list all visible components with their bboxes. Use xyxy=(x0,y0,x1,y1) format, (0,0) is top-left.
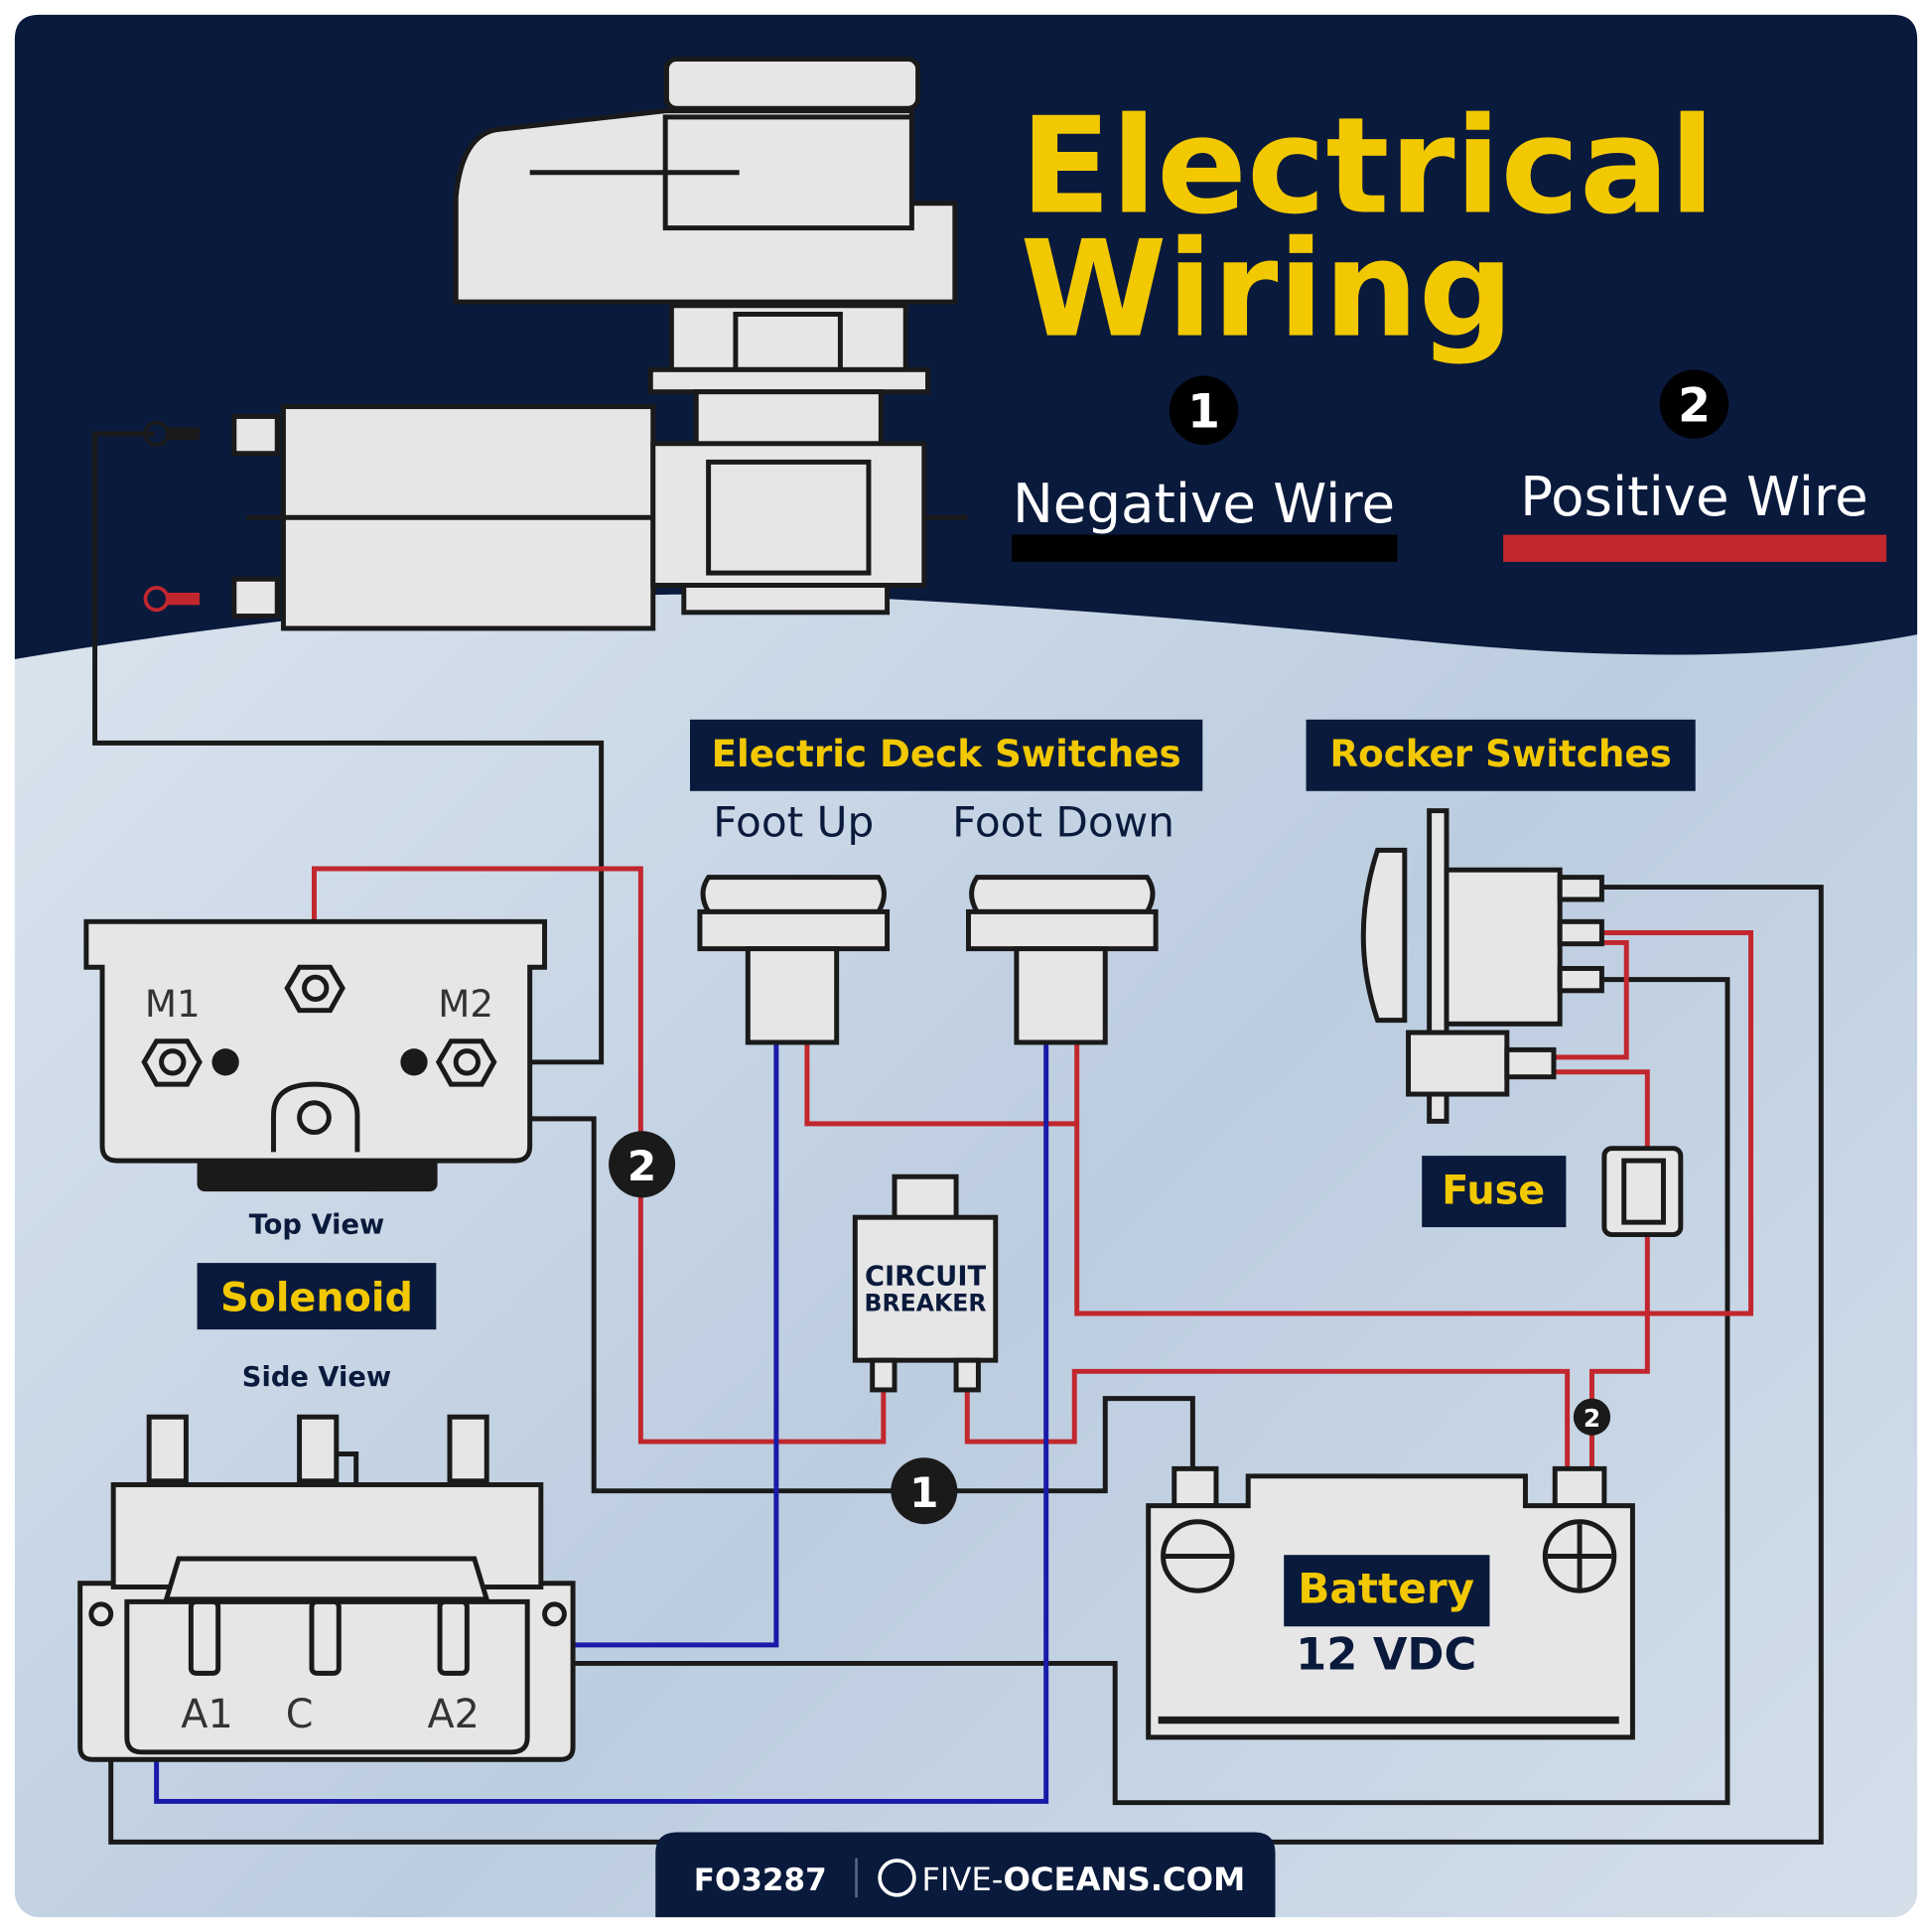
battery: Battery 12 VDC xyxy=(1146,1465,1635,1740)
svg-text:1: 1 xyxy=(909,1468,938,1517)
legend-positive-label: Positive Wire xyxy=(1520,465,1868,528)
top-view-label: Top View xyxy=(249,1209,385,1240)
website-link[interactable]: FIVE-OCEANS.COM xyxy=(921,1861,1245,1898)
solenoid-side-view: A1 C A2 xyxy=(77,1414,576,1762)
svg-text:CIRCUIT: CIRCUIT xyxy=(865,1261,987,1292)
legend-positive-swatch xyxy=(1503,534,1887,562)
fuse-icon xyxy=(1601,1146,1684,1238)
foot-up-switch xyxy=(697,875,891,1045)
solenoid-label-box xyxy=(197,1263,437,1330)
circuit-breaker: CIRCUIT BREAKER xyxy=(852,1173,999,1393)
foot-down-switch xyxy=(966,875,1159,1045)
rocker-switches-label-box xyxy=(1306,719,1696,791)
negative-marker xyxy=(891,1457,958,1525)
foot-down-label: Foot Down xyxy=(952,798,1174,847)
svg-text:2: 2 xyxy=(627,1142,656,1190)
title-line1: Electrical xyxy=(1021,88,1716,243)
solenoid-label: Solenoid xyxy=(220,1276,413,1321)
fuse-label-box xyxy=(1422,1156,1567,1228)
legend-negative-label: Negative Wire xyxy=(1013,472,1395,535)
svg-text:2: 2 xyxy=(1584,1404,1600,1433)
svg-text:A1: A1 xyxy=(181,1692,232,1737)
positive-marker xyxy=(609,1131,676,1198)
footer-bar xyxy=(655,1832,1276,1918)
deck-switches-label: Electric Deck Switches xyxy=(712,732,1181,775)
product-code: FO3287 xyxy=(694,1863,827,1898)
windlass-motor-illustration xyxy=(143,57,968,631)
rocker-switches-label: Rocker Switches xyxy=(1329,732,1671,775)
fuse-label: Fuse xyxy=(1442,1169,1545,1214)
foot-up-label: Foot Up xyxy=(713,798,874,847)
battery-label: Battery xyxy=(1298,1565,1474,1613)
svg-text:M2: M2 xyxy=(438,982,493,1026)
svg-text:2: 2 xyxy=(1678,378,1711,433)
rocker-switch xyxy=(1360,808,1604,1124)
five-oceans-logo-icon xyxy=(878,1859,916,1897)
solenoid-top-view: M1 M2 xyxy=(83,918,548,1192)
deck-switches-label-box xyxy=(690,719,1203,791)
legend-negative-swatch xyxy=(1011,534,1398,562)
svg-text:BREAKER: BREAKER xyxy=(865,1289,987,1316)
legend-2-badge xyxy=(1659,369,1729,439)
svg-text:C: C xyxy=(286,1692,314,1737)
svg-text:M1: M1 xyxy=(145,982,201,1026)
title-line2: Wiring xyxy=(1021,212,1514,367)
legend-1-badge xyxy=(1169,375,1239,446)
svg-text:1: 1 xyxy=(1187,385,1220,440)
battery-voltage: 12 VDC xyxy=(1296,1629,1476,1681)
positive-marker-small xyxy=(1573,1398,1611,1436)
svg-text:A2: A2 xyxy=(428,1692,480,1737)
side-view-label: Side View xyxy=(242,1362,391,1393)
